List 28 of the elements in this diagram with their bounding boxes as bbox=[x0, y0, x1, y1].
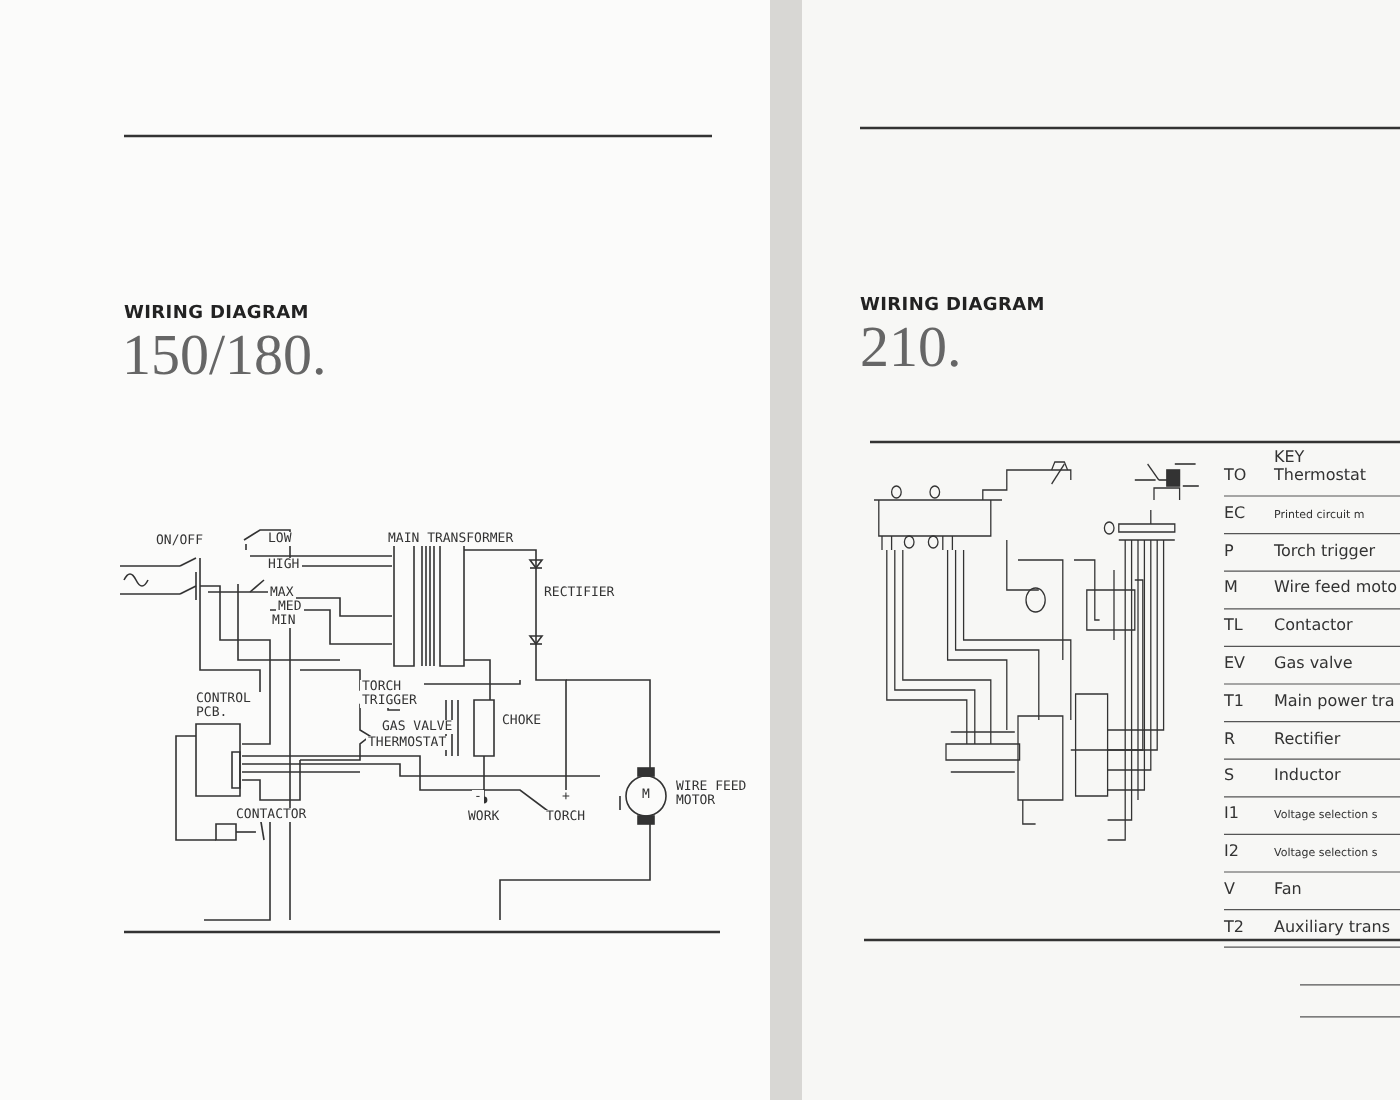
key-code: TL bbox=[1224, 618, 1243, 636]
key-description: Main power tra bbox=[1274, 693, 1395, 712]
key-description: Gas valve bbox=[1274, 656, 1353, 674]
key-code: I2 bbox=[1224, 844, 1239, 862]
key-description: Contactor bbox=[1274, 618, 1353, 636]
model-number: 210. bbox=[860, 318, 962, 382]
key-code: T1 bbox=[1224, 693, 1244, 712]
key-code: V bbox=[1224, 881, 1235, 900]
key-code: TO bbox=[1224, 468, 1247, 486]
key-code: M bbox=[1224, 580, 1238, 599]
key-code: S bbox=[1224, 768, 1235, 787]
model-number: 150/180. bbox=[122, 326, 327, 390]
diagram-heading: WIRING DIAGRAM bbox=[124, 306, 309, 326]
key-description: Fan bbox=[1274, 881, 1302, 900]
key-code: T2 bbox=[1224, 919, 1244, 937]
key-code: EC bbox=[1224, 505, 1246, 524]
diagram-heading: WIRING DIAGRAM bbox=[860, 298, 1045, 318]
key-description: Auxiliary trans bbox=[1274, 919, 1390, 937]
key-description: Torch trigger bbox=[1274, 543, 1376, 561]
key-code: R bbox=[1224, 731, 1236, 749]
key-code: EV bbox=[1224, 656, 1246, 674]
key-code: P bbox=[1224, 543, 1234, 561]
key-description: Rectifier bbox=[1274, 731, 1341, 749]
key-code: I1 bbox=[1224, 806, 1239, 824]
key-description: Wire feed moto bbox=[1274, 580, 1398, 599]
key-description: Thermostat bbox=[1274, 468, 1367, 486]
key-description: Inductor bbox=[1274, 768, 1341, 787]
key-heading: KEY bbox=[1274, 450, 1305, 467]
